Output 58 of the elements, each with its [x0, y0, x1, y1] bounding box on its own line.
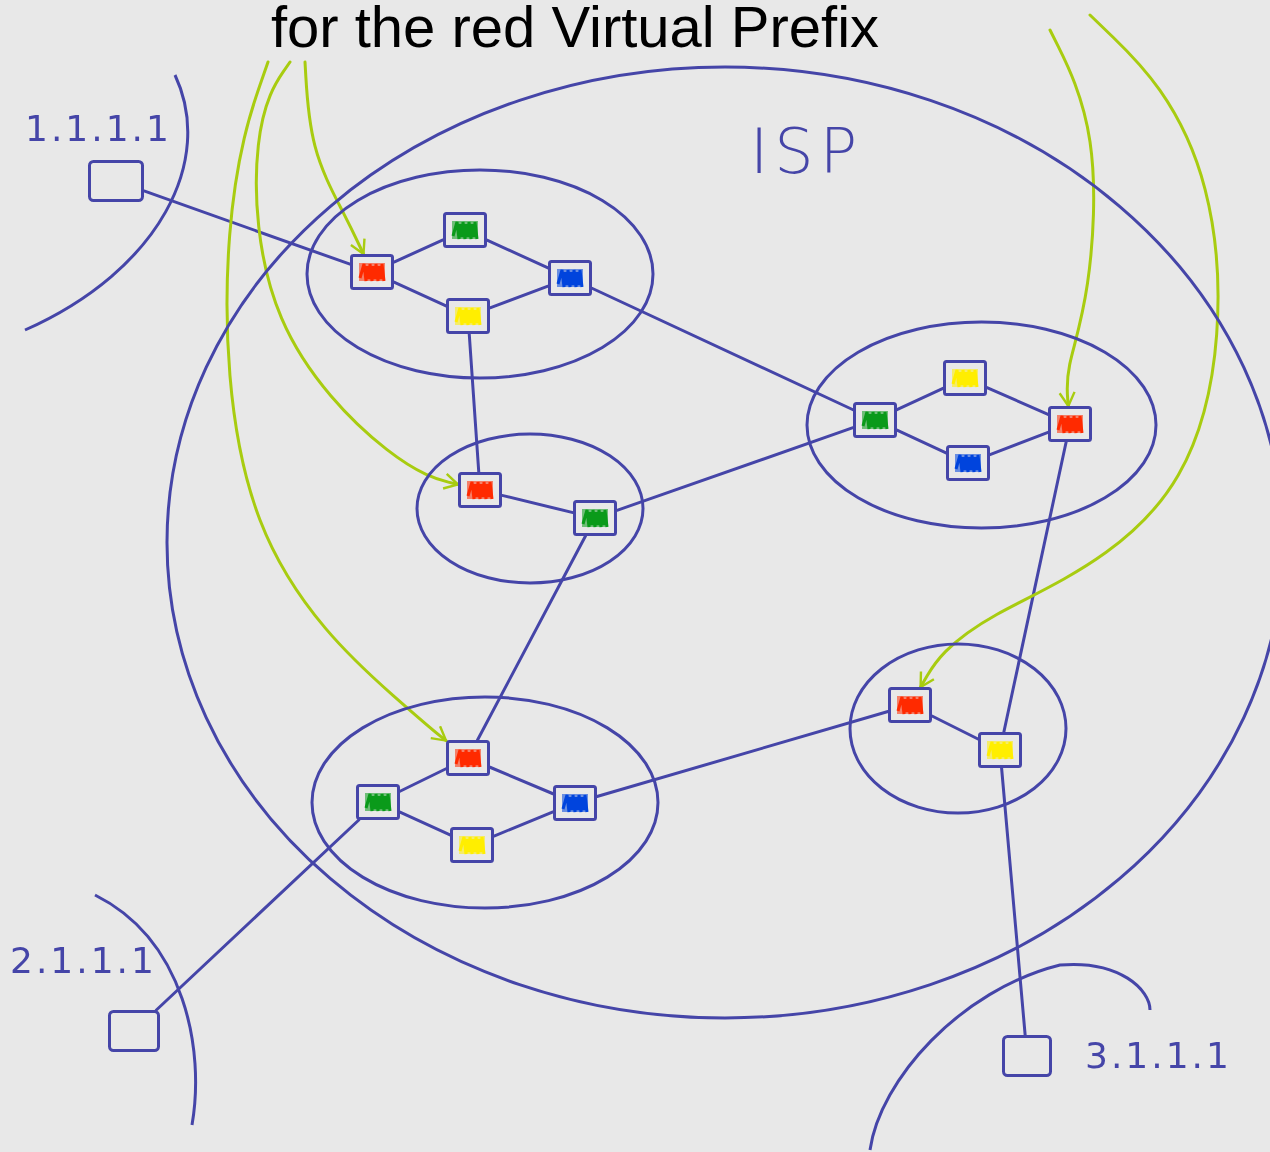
router-box [443, 212, 487, 248]
pop-ellipse [305, 168, 655, 380]
router-box [450, 827, 494, 863]
router-box [943, 360, 987, 396]
router-box [853, 402, 897, 438]
link-line [398, 810, 452, 837]
link-line [895, 386, 945, 412]
link-line [930, 714, 980, 741]
link-line [488, 765, 555, 796]
address-label: 1.1.1.1 [25, 108, 172, 149]
title: for the red Virtual Prefix [269, 0, 881, 60]
link-line [485, 238, 550, 270]
link-line [1002, 440, 1068, 734]
link-line [398, 767, 448, 793]
arrow [254, 60, 460, 490]
arrow [919, 13, 1220, 689]
link-line [1000, 766, 1027, 1037]
link-line [615, 426, 855, 512]
pop-ellipse [805, 320, 1158, 530]
pop-ellipse [848, 642, 1068, 815]
link-line [142, 189, 352, 266]
link-line [985, 386, 1050, 416]
link-line [392, 280, 448, 308]
pop-ellipse [415, 432, 645, 585]
link-line [492, 810, 555, 838]
isp-boundary [165, 65, 1270, 1020]
router-box [446, 298, 490, 334]
router-box [888, 687, 932, 723]
router-box [978, 732, 1022, 768]
link-line [476, 534, 587, 742]
link-line [467, 332, 481, 474]
link-line [590, 286, 855, 412]
arrow [1048, 28, 1096, 408]
router-box [350, 254, 394, 290]
host-box [88, 160, 144, 202]
network-label: ISP [750, 115, 864, 188]
router-box [458, 472, 502, 508]
link-line [392, 238, 445, 264]
link-line [154, 818, 361, 1012]
link-line [595, 709, 890, 799]
router-box [446, 740, 490, 776]
arrow [225, 60, 448, 743]
router-box [573, 500, 617, 536]
link-line [895, 428, 948, 455]
address-label: 2.1.1.1 [10, 940, 157, 981]
router-box [356, 784, 400, 820]
address-label: 3.1.1.1 [1085, 1035, 1232, 1076]
router-box [553, 785, 597, 821]
link-line [988, 430, 1050, 457]
router-box [946, 445, 990, 481]
router-box [1048, 406, 1092, 442]
host-box [1002, 1035, 1052, 1077]
link-line [500, 493, 575, 515]
link-line [488, 284, 550, 310]
host-box [108, 1010, 160, 1052]
pop-ellipse [310, 695, 660, 910]
arrow [303, 60, 366, 256]
router-box [548, 260, 592, 296]
